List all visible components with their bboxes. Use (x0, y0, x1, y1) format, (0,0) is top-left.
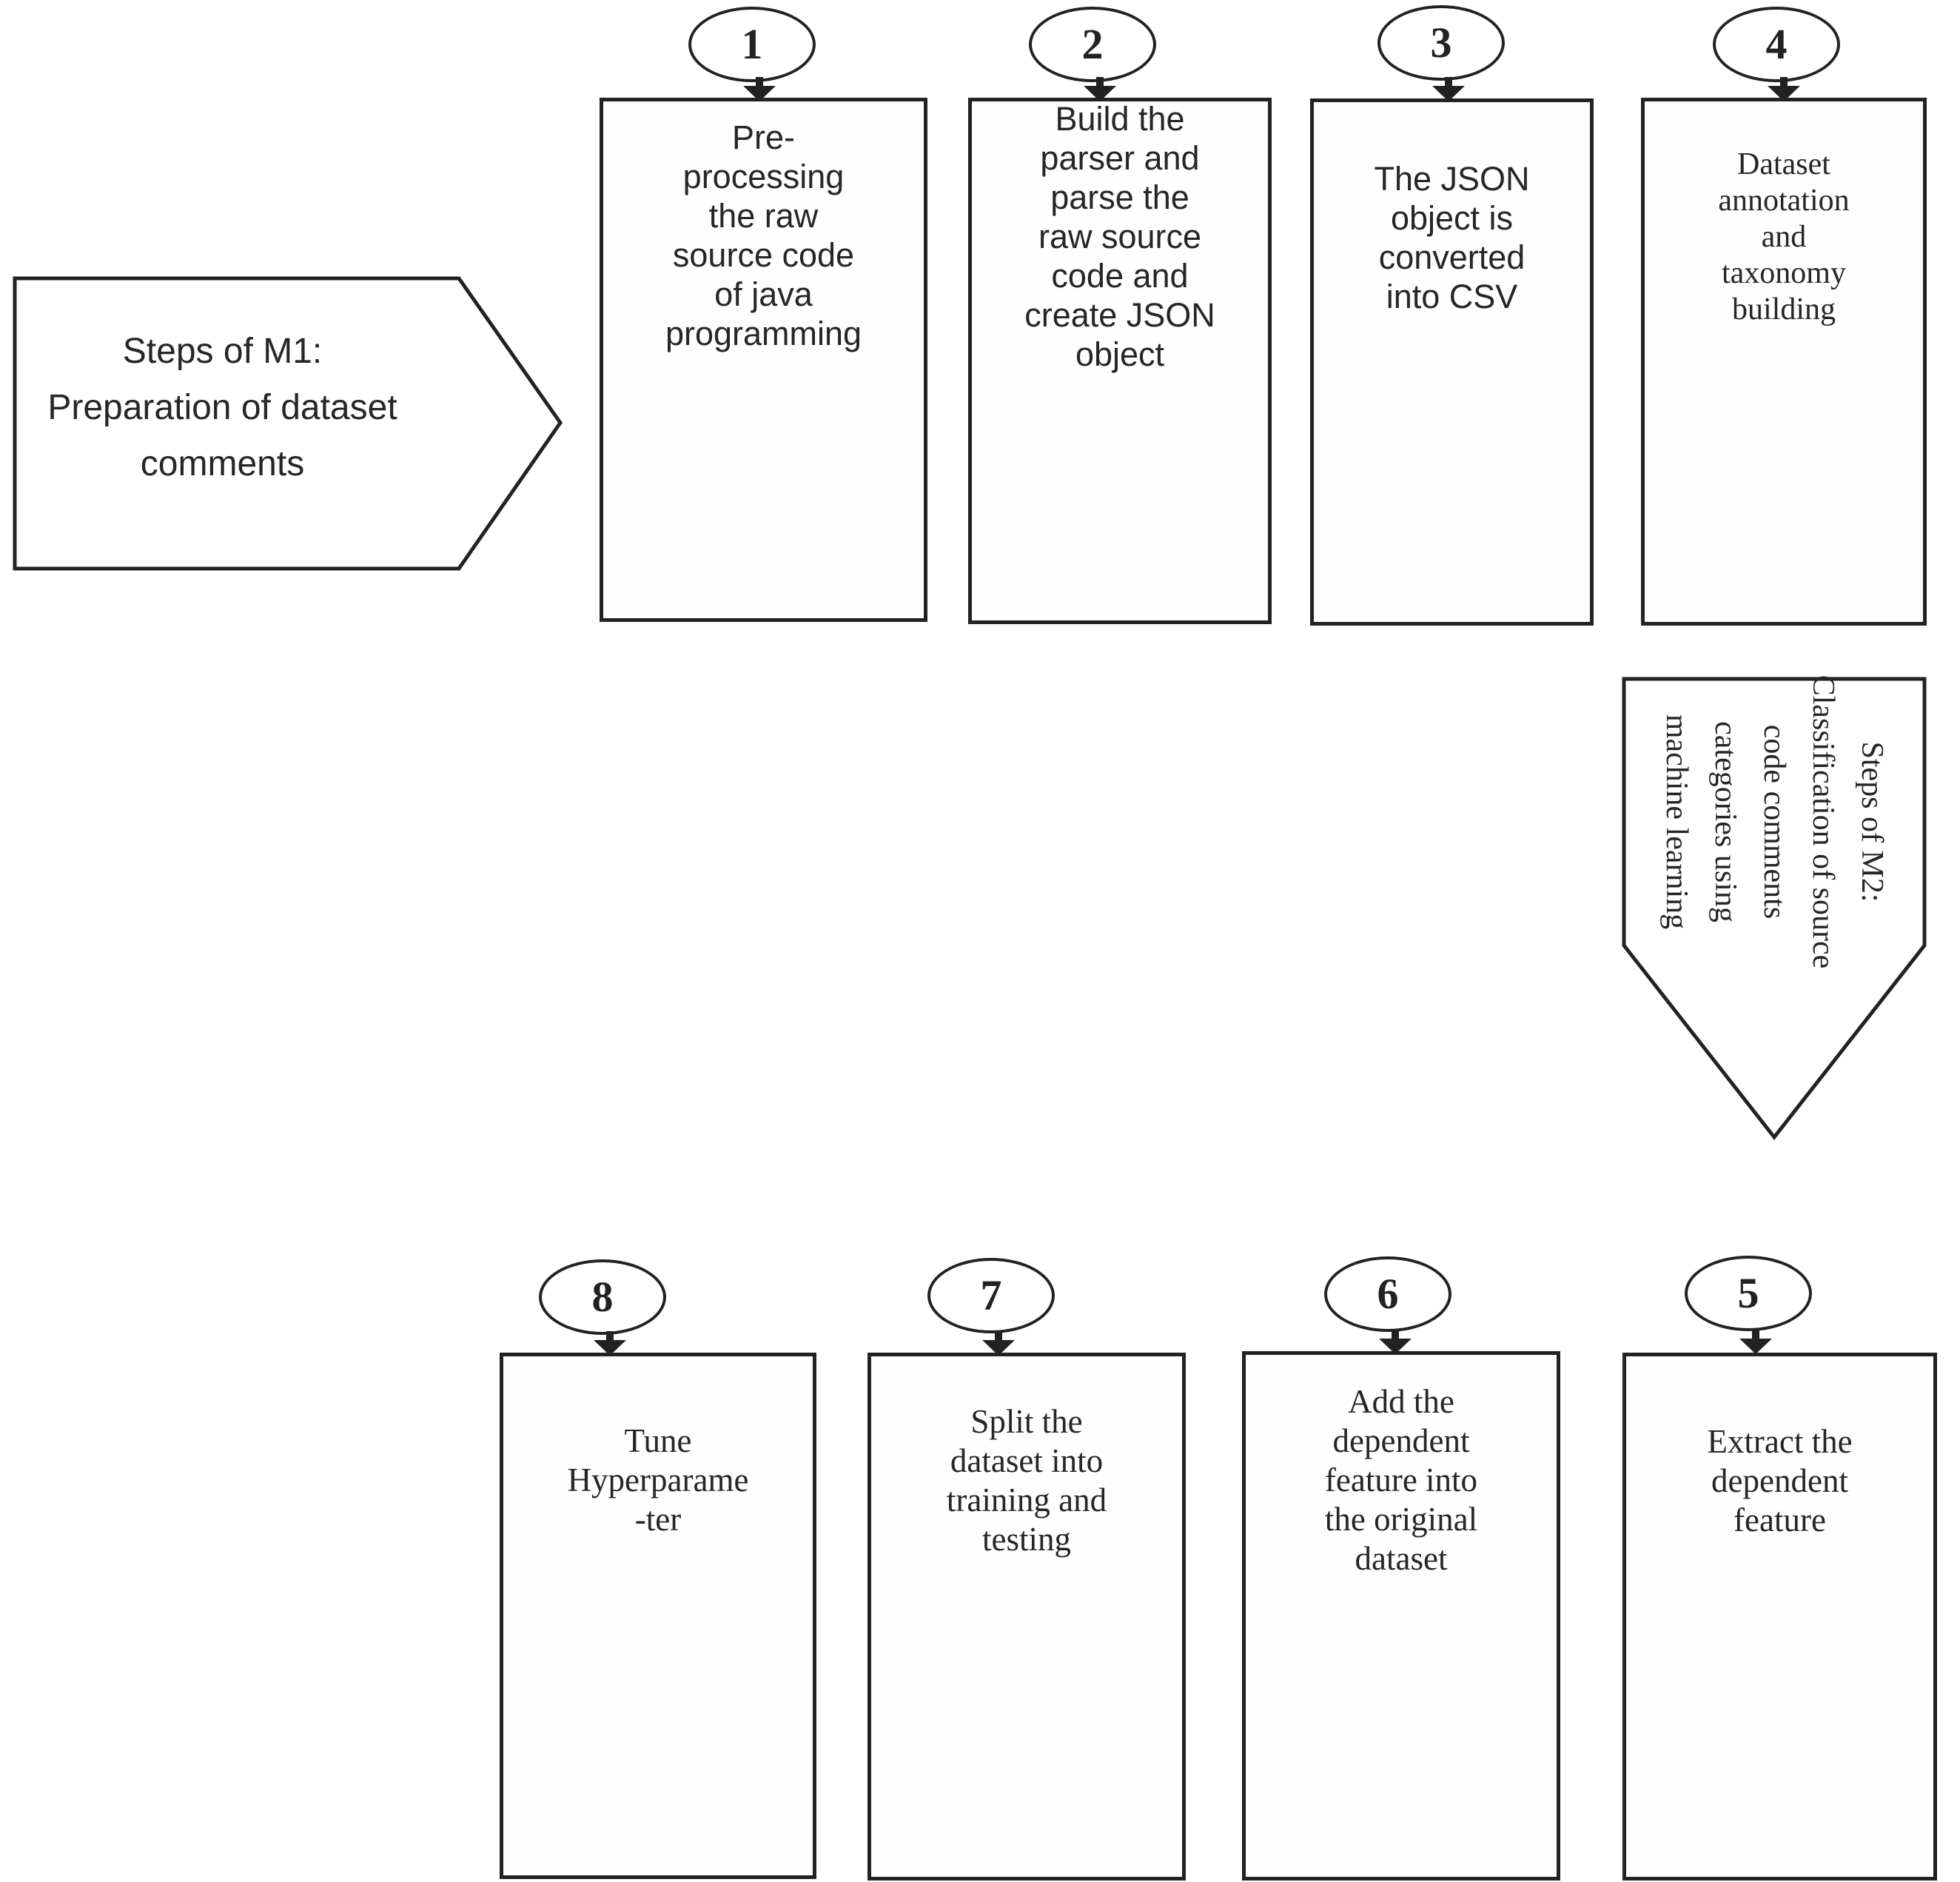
step-3-number: 3 (1430, 19, 1452, 67)
step-1-box: Pre- processing the raw source code of j… (600, 98, 927, 622)
step-8-circle: 8 (539, 1259, 666, 1335)
step-2-circle: 2 (1029, 7, 1156, 82)
arrow-down-icon (1084, 77, 1116, 101)
step-2-label: Build the parser and parse the raw sourc… (1024, 99, 1215, 373)
step-6-circle: 6 (1324, 1256, 1451, 1332)
arrow-down-icon (1768, 77, 1800, 101)
step-2-number: 2 (1081, 20, 1104, 68)
step-5-number: 5 (1737, 1269, 1759, 1317)
step-1-circle: 1 (688, 7, 816, 82)
arrow-down-icon (1432, 77, 1465, 101)
step-3-circle: 3 (1377, 5, 1505, 81)
step-4-circle: 4 (1713, 7, 1840, 82)
arrow-down-icon (982, 1331, 1015, 1356)
step-6-box: Add the dependent feature into the origi… (1242, 1351, 1560, 1881)
step-7-label: Split the dataset into training and test… (946, 1403, 1107, 1558)
step-6-label: Add the dependent feature into the origi… (1324, 1382, 1478, 1577)
m1-banner-label: Steps of M1: Preparation of dataset comm… (47, 332, 397, 483)
step-8-label: Tune Hyperparame -ter (567, 1421, 749, 1538)
arrow-down-icon (1379, 1330, 1412, 1354)
step-2-box: Build the parser and parse the raw sourc… (968, 98, 1272, 624)
arrow-down-icon (594, 1331, 626, 1356)
arrow-down-icon (743, 77, 776, 101)
step-7-circle: 7 (927, 1258, 1055, 1333)
step-3-label: The JSON object is converted into CSV (1374, 159, 1530, 315)
step-4-label: Dataset annotation and taxonomy building (1718, 147, 1850, 326)
m1-banner: Steps of M1: Preparation of dataset comm… (13, 276, 565, 573)
step-5-box: Extract the dependent feature (1622, 1353, 1937, 1881)
step-1-number: 1 (741, 20, 763, 68)
step-3-box: The JSON object is converted into CSV (1310, 98, 1594, 626)
arrow-down-icon (1739, 1330, 1772, 1354)
step-4-box: Dataset annotation and taxonomy building (1641, 98, 1927, 626)
step-6-number: 6 (1377, 1270, 1399, 1318)
m2-banner: Steps of M2: Classification of source co… (1622, 675, 1927, 1141)
step-5-circle: 5 (1685, 1256, 1812, 1331)
m2-banner-shape (1622, 677, 1927, 1141)
step-8-number: 8 (591, 1273, 614, 1321)
step-7-box: Split the dataset into training and test… (867, 1353, 1186, 1881)
step-5-label: Extract the dependent feature (1707, 1422, 1853, 1538)
step-7-number: 7 (980, 1271, 1002, 1319)
step-1-label: Pre- processing the raw source code of j… (665, 118, 862, 352)
m2-banner-label: Steps of M2: Classification of source co… (1659, 674, 1889, 969)
m1-banner-shape (13, 276, 563, 571)
step-4-number: 4 (1765, 20, 1788, 68)
step-8-box: Tune Hyperparame -ter (500, 1353, 816, 1879)
